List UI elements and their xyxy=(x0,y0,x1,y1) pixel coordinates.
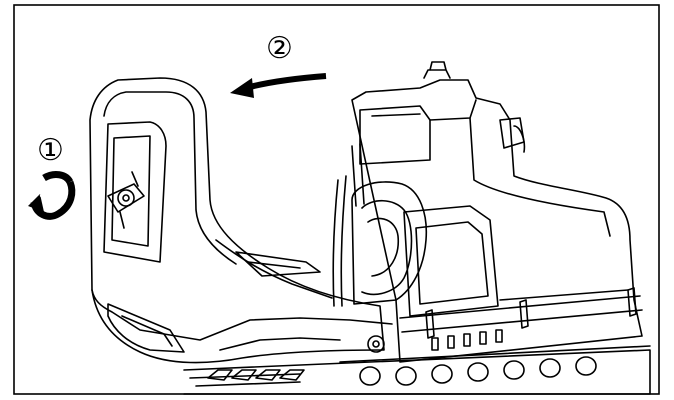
device-body xyxy=(351,79,643,363)
rotate-arrow-icon xyxy=(28,171,76,220)
cradle-arm xyxy=(89,77,385,364)
device-illustration xyxy=(89,61,651,395)
pull-back-arrow-icon xyxy=(230,73,327,98)
step-2-label: ② xyxy=(266,31,293,66)
step-1-label: ① xyxy=(37,133,64,168)
